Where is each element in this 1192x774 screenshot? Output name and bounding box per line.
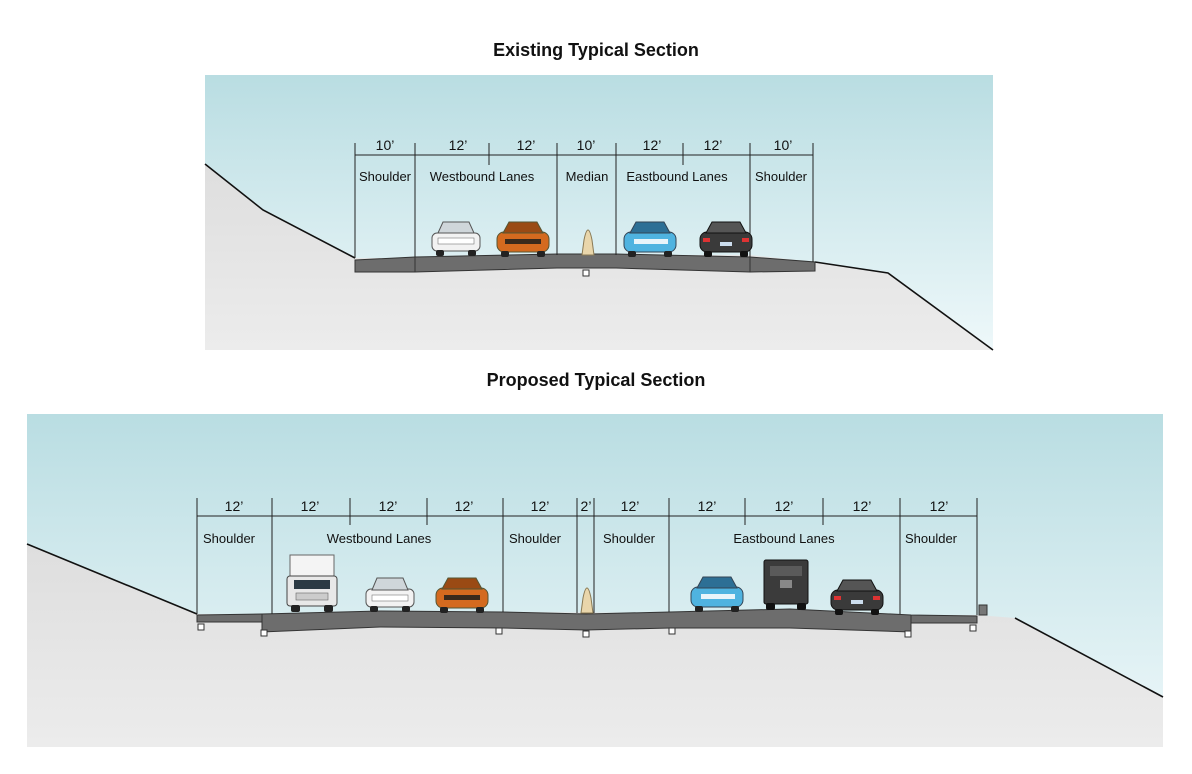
proposed-width-5: 2’ <box>581 498 592 514</box>
existing-width-3: 10’ <box>577 137 596 153</box>
proposed-car-white-icon <box>365 577 415 612</box>
proposed-section: 12’ 12’ 12’ 12’ 12’ 2’ 12’ 12’ 12’ 12’ 1… <box>26 414 1164 747</box>
proposed-width-8: 12’ <box>775 498 794 514</box>
proposed-drain-icon-2 <box>260 629 268 637</box>
proposed-width-7: 12’ <box>698 498 717 514</box>
proposed-truck-white-icon <box>286 554 338 612</box>
existing-section-title: Existing Typical Section <box>493 40 699 60</box>
existing-car-orange-icon <box>496 221 550 257</box>
existing-width-1: 12’ <box>449 137 468 153</box>
existing-label-shoulder-right: Shoulder <box>755 169 808 184</box>
proposed-width-10: 12’ <box>930 498 949 514</box>
proposed-slope-left <box>26 543 198 615</box>
existing-width-2: 12’ <box>517 137 536 153</box>
proposed-width-6: 12’ <box>621 498 640 514</box>
proposed-drain-icon-1 <box>197 623 205 631</box>
proposed-median-barrier-icon <box>580 587 594 614</box>
existing-width-5: 12’ <box>704 137 723 153</box>
proposed-width-3: 12’ <box>455 498 474 514</box>
existing-section: 10’ 12’ 12’ 10’ 12’ 12’ 10’ Shoulder Wes… <box>204 75 994 351</box>
existing-width-0: 10’ <box>376 137 395 153</box>
existing-slope-left <box>204 163 356 259</box>
proposed-car-orange-icon <box>435 577 489 613</box>
proposed-drain-icon-6 <box>904 630 912 638</box>
existing-width-6: 10’ <box>774 137 793 153</box>
proposed-width-4: 12’ <box>531 498 550 514</box>
proposed-label-shoulder-1: Shoulder <box>203 531 256 546</box>
proposed-drain-icon-4 <box>582 630 590 638</box>
proposed-label-westbound: Westbound Lanes <box>327 531 432 546</box>
proposed-drain-icon-5 <box>668 627 676 635</box>
proposed-box-truck-dark-icon <box>763 559 809 610</box>
existing-label-shoulder-left: Shoulder <box>359 169 412 184</box>
proposed-width-1: 12’ <box>301 498 320 514</box>
existing-car-white-icon <box>431 221 481 256</box>
proposed-car-dark-icon <box>830 579 884 615</box>
existing-width-4: 12’ <box>643 137 662 153</box>
proposed-width-2: 12’ <box>379 498 398 514</box>
proposed-width-0: 12’ <box>225 498 244 514</box>
existing-label-westbound: Westbound Lanes <box>430 169 535 184</box>
proposed-label-shoulder-3: Shoulder <box>603 531 656 546</box>
existing-label-eastbound: Eastbound Lanes <box>626 169 728 184</box>
proposed-guardrail-icon <box>978 604 988 616</box>
proposed-car-blue-icon <box>690 576 744 612</box>
proposed-label-shoulder-4: Shoulder <box>905 531 958 546</box>
proposed-section-title: Proposed Typical Section <box>486 370 706 390</box>
proposed-drain-icon-7 <box>969 624 977 632</box>
proposed-label-eastbound: Eastbound Lanes <box>733 531 835 546</box>
proposed-width-9: 12’ <box>853 498 872 514</box>
existing-car-blue-icon <box>623 221 677 257</box>
existing-car-dark-icon <box>699 221 753 257</box>
proposed-drain-icon-3 <box>495 627 503 635</box>
proposed-ground <box>27 544 1163 747</box>
existing-drain-icon <box>582 269 590 277</box>
proposed-label-shoulder-2: Shoulder <box>509 531 562 546</box>
proposed-slope-right <box>1014 617 1164 698</box>
existing-label-median: Median <box>566 169 609 184</box>
existing-slope-right <box>814 261 994 351</box>
existing-median-barrier-icon <box>581 229 595 256</box>
